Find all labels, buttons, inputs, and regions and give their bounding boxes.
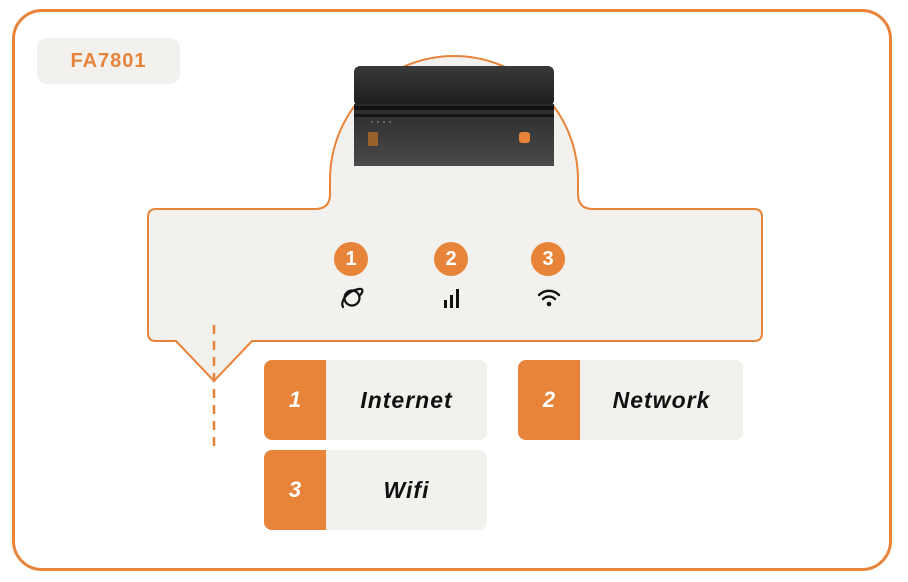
legend-label: Internet [360,386,453,413]
legend-item-network: 2 Network [518,360,743,440]
wifi-icon [537,289,561,307]
router-device-image [354,66,554,166]
legend-label: Wifi [383,476,430,503]
legend-item-internet: 1 Internet [264,360,487,440]
model-badge: FA7801 [37,38,180,84]
indicator-number-1: 1 [334,242,368,276]
legend-number: 2 [518,360,580,440]
signal-bars-icon [444,289,459,308]
model-label: FA7801 [70,49,147,72]
legend-item-wifi: 3 Wifi [264,450,487,530]
indicator-number-3: 3 [531,242,565,276]
callout-shape [147,55,763,383]
legend-number: 1 [264,360,326,440]
globe-icon [341,287,364,309]
legend-number: 3 [264,450,326,530]
indicator-number-2: 2 [434,242,468,276]
legend-label: Network [612,386,711,413]
